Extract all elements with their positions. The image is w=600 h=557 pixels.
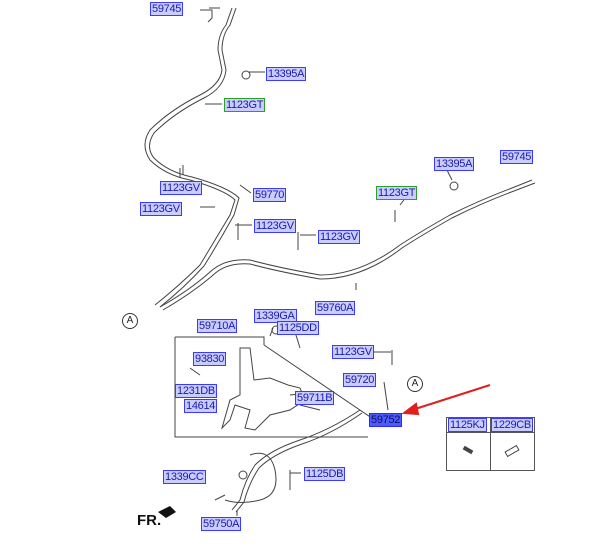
- part-label-1123gt[interactable]: 1123GT: [376, 186, 418, 200]
- part-label-14614[interactable]: 14614: [184, 399, 218, 413]
- part-label-59745[interactable]: 59745: [150, 2, 184, 16]
- part-label-59720[interactable]: 59720: [343, 373, 377, 387]
- part-label-13395a[interactable]: 13395A: [266, 67, 307, 81]
- screw-icon: [504, 444, 520, 458]
- part-label-1339cc[interactable]: 1339CC: [163, 470, 206, 484]
- part-label-1229cb[interactable]: 1229CB: [491, 418, 533, 432]
- cable-59770-upper: [144, 7, 236, 306]
- cable-59750a: [231, 409, 361, 511]
- table-cell-1125kj: [447, 418, 491, 470]
- front-direction-label: FR.: [137, 512, 162, 529]
- part-label-59750a[interactable]: 59750A: [201, 517, 242, 531]
- front-arrow-icon: [158, 506, 176, 518]
- part-label-1231db[interactable]: 1231DB: [175, 384, 217, 398]
- part-label-1123gv[interactable]: 1123GV: [332, 345, 374, 359]
- part-label-59710a[interactable]: 59710A: [197, 319, 238, 333]
- part-label-1123gv[interactable]: 1123GV: [318, 230, 360, 244]
- cable-59760a: [159, 179, 533, 308]
- pedal-assembly-frame: [174, 336, 383, 438]
- reference-marker-a: A: [407, 376, 423, 392]
- table-header-divider: [447, 432, 534, 433]
- part-label-59745[interactable]: 59745: [500, 150, 534, 164]
- part-label-1123gv[interactable]: 1123GV: [160, 181, 202, 195]
- part-label-59770[interactable]: 59770: [253, 188, 287, 202]
- part-label-1125kj[interactable]: 1125KJ: [448, 418, 487, 432]
- highlight-arrow: [401, 384, 491, 416]
- part-label-1125dd[interactable]: 1125DD: [277, 321, 319, 335]
- part-label-1123gv[interactable]: 1123GV: [140, 202, 182, 216]
- part-label-1123gt[interactable]: 1123GT: [224, 98, 266, 112]
- part-label-1339ga[interactable]: 1339GA: [254, 309, 297, 323]
- hardware-parts-table: [446, 417, 535, 471]
- part-label-59760a[interactable]: 59760A: [315, 301, 356, 315]
- part-label-13395a[interactable]: 13395A: [434, 157, 475, 171]
- part-label-1125db[interactable]: 1125DB: [304, 467, 346, 481]
- part-label-93830[interactable]: 93830: [193, 352, 227, 366]
- reference-marker-a: A: [122, 313, 138, 329]
- part-label-1123gv[interactable]: 1123GV: [254, 219, 296, 233]
- part-label-59711b[interactable]: 59711B: [295, 391, 335, 405]
- part-label-59752-highlighted[interactable]: 59752: [369, 413, 403, 427]
